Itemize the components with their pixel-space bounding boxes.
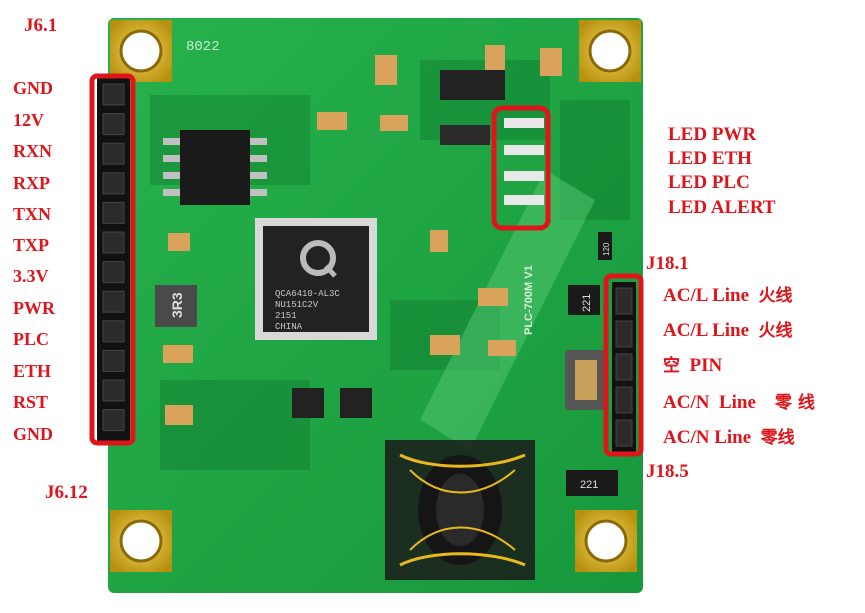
inductor: 3R3 [155, 285, 197, 327]
passive-components [163, 45, 607, 425]
j18-pin-4-en: AC/N Line [663, 392, 756, 413]
j6-pin-11: RST [13, 392, 49, 412]
j18-pin-socket [615, 386, 633, 414]
mounting-pad-top-left [110, 20, 172, 82]
mounting-pad-top-right [579, 20, 641, 82]
j18-pin-3-cn: 空 [663, 356, 680, 376]
j6-pin-socket [102, 409, 125, 432]
j18-pin-socket [615, 287, 633, 315]
j18-pin-socket [615, 353, 633, 381]
resistor-marking-3: 120 [602, 242, 611, 256]
led-array [504, 118, 544, 205]
j18-pin-3: 空 PIN [663, 356, 722, 375]
chip-marking-2: NU151C2V [275, 300, 319, 310]
j6-pin-socket [102, 320, 125, 343]
j6-pin-socket [102, 231, 125, 254]
header-j6-end-label: J6.12 [45, 482, 88, 503]
j18-pin-2-cn: 火线 [758, 321, 793, 341]
j6-pin-socket [102, 83, 125, 106]
highlight-box-j18 [603, 273, 644, 457]
j18-pin-2-en: AC/L Line [663, 320, 750, 341]
j18-pin-5-cn: 零线 [760, 428, 795, 448]
j6-pin-7: 3.3V [13, 266, 49, 286]
board-edge-text: PLC-700M V1 [523, 265, 535, 335]
mounting-pad-bottom-left [110, 510, 172, 572]
j6-pin-12: GND [13, 424, 53, 444]
j6-pin-socket [102, 379, 125, 402]
header-j18-end-label: J18.5 [646, 461, 689, 482]
chip-marking-3: 2151 [275, 311, 297, 321]
resistor-marking-2: 221 [580, 479, 598, 491]
j6-pin-6: TXP [13, 235, 49, 255]
main-chip: QCA6410-AL3C NU151C2V 2151 CHINA [255, 218, 377, 340]
j6-pin-socket [102, 349, 125, 372]
led-pwr-label: LED PWR [668, 124, 757, 145]
header-j18-pins [615, 287, 633, 447]
j6-pin-socket [102, 261, 125, 284]
chip-marking-1: QCA6410-AL3C [275, 289, 340, 299]
j18-pin-5-en: AC/N Line [663, 427, 752, 448]
j18-pin-4-cn: 零 线 [774, 393, 815, 413]
led-plc-label: LED PLC [668, 172, 750, 193]
resistor-marking-1: 221 [581, 294, 593, 312]
j6-pin-socket [102, 142, 125, 165]
led-eth-label: LED ETH [668, 148, 752, 169]
header-j6-start-label: J6.1 [24, 15, 58, 36]
j6-pin-3: RXN [13, 141, 52, 161]
resistor-221-lower: 221 [566, 470, 618, 496]
j18-pin-socket [615, 320, 633, 348]
j18-pin-3-en: PIN [689, 355, 723, 376]
j6-pin-socket [102, 172, 125, 195]
coupling-transformer [385, 440, 535, 580]
j6-pin-4: RXP [13, 173, 50, 193]
resistor-221-upper: 221 [568, 285, 600, 315]
j18-pin-4: AC/N Line 零 线 [663, 393, 815, 412]
j18-pin-1-en: AC/L Line [663, 285, 750, 306]
flash-chip [163, 130, 267, 205]
highlight-box-j6 [89, 73, 136, 446]
corner-code: 8022 [186, 39, 220, 55]
highlight-box-leds [491, 105, 551, 231]
j6-pin-socket [102, 113, 125, 136]
j6-pin-socket [102, 201, 125, 224]
header-j18-start-label: J18.1 [646, 253, 689, 274]
resistor-120: 120 [598, 232, 612, 260]
j6-pin-1: GND [13, 78, 53, 98]
led-alert-label: LED ALERT [668, 197, 776, 218]
j18-pin-socket [615, 419, 633, 447]
j6-pin-5: TXN [13, 204, 52, 224]
j6-pin-2: 12V [13, 110, 44, 130]
chip-marking-4: CHINA [275, 322, 303, 332]
inductor-marking: 3R3 [169, 292, 185, 318]
mounting-pad-bottom-right [575, 510, 637, 572]
j6-pin-10: ETH [13, 361, 52, 381]
j6-pin-9: PLC [13, 329, 49, 349]
j18-pin-1-cn: 火线 [758, 286, 793, 306]
j18-pin-1: AC/L Line 火线 [663, 286, 793, 305]
j6-pin-socket [102, 290, 125, 313]
j18-pin-2: AC/L Line 火线 [663, 321, 793, 340]
header-j6-pins [102, 83, 125, 432]
j18-pin-5: AC/N Line 零线 [663, 428, 795, 447]
j6-pin-8: PWR [13, 298, 55, 318]
